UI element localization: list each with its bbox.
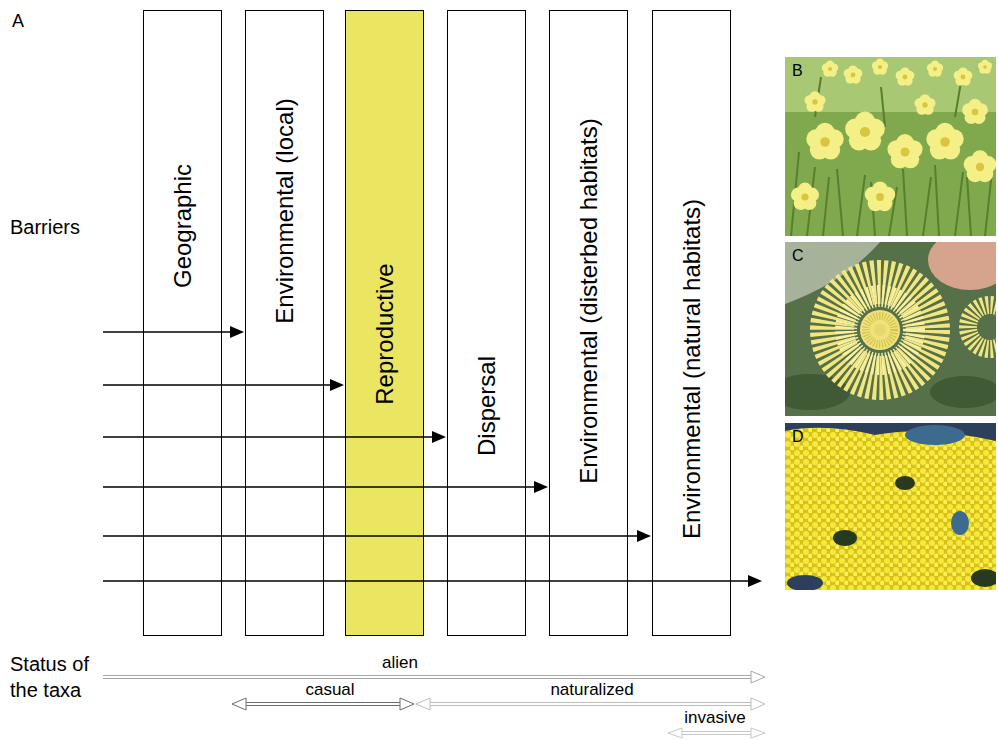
photo-ground	[785, 57, 996, 236]
status-label: naturalized	[550, 680, 633, 700]
flower	[978, 60, 992, 74]
mimosa-flowers	[785, 428, 996, 590]
barrier-box: Reproductive	[345, 10, 424, 636]
flower-petals	[846, 296, 914, 364]
box-fill	[447, 10, 526, 636]
gap	[787, 575, 823, 591]
arrow-head	[751, 698, 765, 710]
photo-oxalis	[785, 57, 996, 236]
photo-ground	[785, 423, 996, 590]
barrier-label: Environmental (disterbed habitats)	[575, 118, 601, 484]
flower	[968, 305, 998, 349]
gap	[895, 476, 915, 490]
barrier-arrow	[103, 436, 434, 438]
flower	[791, 183, 819, 210]
flower	[865, 181, 895, 211]
barrier-arrow	[103, 384, 332, 386]
photo-carpobrotus	[770, 230, 998, 416]
arrow-head	[637, 530, 651, 542]
gap	[971, 569, 998, 587]
box-fill	[549, 10, 628, 636]
arrow-head	[668, 728, 682, 738]
gap	[833, 530, 857, 546]
flower-centre	[874, 324, 886, 336]
sky	[905, 425, 965, 445]
flower	[964, 150, 997, 182]
barrier-arrows	[103, 326, 762, 587]
flower	[887, 134, 922, 168]
flower	[927, 61, 943, 77]
barrier-label: Reproductive	[371, 263, 397, 404]
arrow-head	[330, 379, 344, 391]
arrow-head	[232, 698, 246, 710]
barrier-label: Dispersal	[473, 356, 499, 456]
arrow-head	[416, 698, 430, 710]
arrow-head	[534, 481, 548, 493]
flower	[804, 91, 825, 112]
panel-letter: C	[792, 247, 804, 265]
photo-acacia	[785, 423, 998, 591]
leaf	[770, 374, 850, 410]
panel-letter: D	[792, 428, 804, 446]
arrow-head	[432, 431, 446, 443]
barrier-label: Environmental (natural habitats)	[678, 199, 704, 539]
flower	[872, 59, 888, 75]
status-arrows	[103, 671, 765, 738]
photo-ground	[785, 57, 996, 112]
arrow-head	[751, 728, 765, 738]
arrow-head	[400, 698, 414, 710]
status-label: casual	[305, 680, 354, 700]
box-fill	[143, 10, 222, 636]
box-fill	[652, 10, 731, 636]
panel-letter: B	[792, 62, 803, 80]
status-arrow	[245, 703, 401, 706]
flower	[926, 123, 963, 160]
flower	[822, 61, 838, 77]
row-heading: Status of the taxa	[10, 651, 100, 703]
barrier-box: Environmental (local)	[245, 10, 324, 636]
status-arrow	[429, 703, 752, 706]
barrier-label: Geographic	[169, 164, 195, 288]
barrier-box: Environmental (natural habitats)	[652, 10, 731, 636]
status-arrow	[103, 676, 752, 679]
barrier-label: Environmental (local)	[271, 98, 297, 323]
flower	[954, 67, 973, 85]
flower-centre	[860, 310, 900, 350]
box-fill	[345, 10, 424, 636]
arrow-head	[230, 326, 244, 338]
barrier-arrow	[103, 486, 536, 488]
status-label: invasive	[684, 708, 745, 728]
box-fill	[245, 10, 324, 636]
status-arrow	[681, 732, 752, 735]
barrier-box: Geographic	[143, 10, 222, 636]
flower	[962, 99, 988, 124]
barrier-arrow	[103, 535, 639, 537]
barrier-arrow	[103, 331, 232, 333]
flower-petals	[832, 282, 928, 378]
row-heading: Barriers	[10, 216, 80, 239]
panel-letter: A	[12, 11, 24, 32]
arrow-head	[748, 575, 762, 587]
flower-stamens	[866, 316, 894, 344]
flower	[844, 65, 863, 83]
petal-pink	[928, 230, 998, 290]
arrow-head	[751, 671, 765, 683]
barrier-box: Dispersal	[447, 10, 526, 636]
flower	[806, 123, 843, 160]
flower	[896, 67, 915, 85]
barrier-box: Environmental (disterbed habitats)	[549, 10, 628, 636]
flower	[845, 112, 885, 151]
flower	[914, 94, 935, 115]
grass	[791, 77, 993, 236]
gap	[951, 511, 969, 535]
status-label: alien	[382, 653, 418, 673]
leaf	[930, 376, 998, 408]
